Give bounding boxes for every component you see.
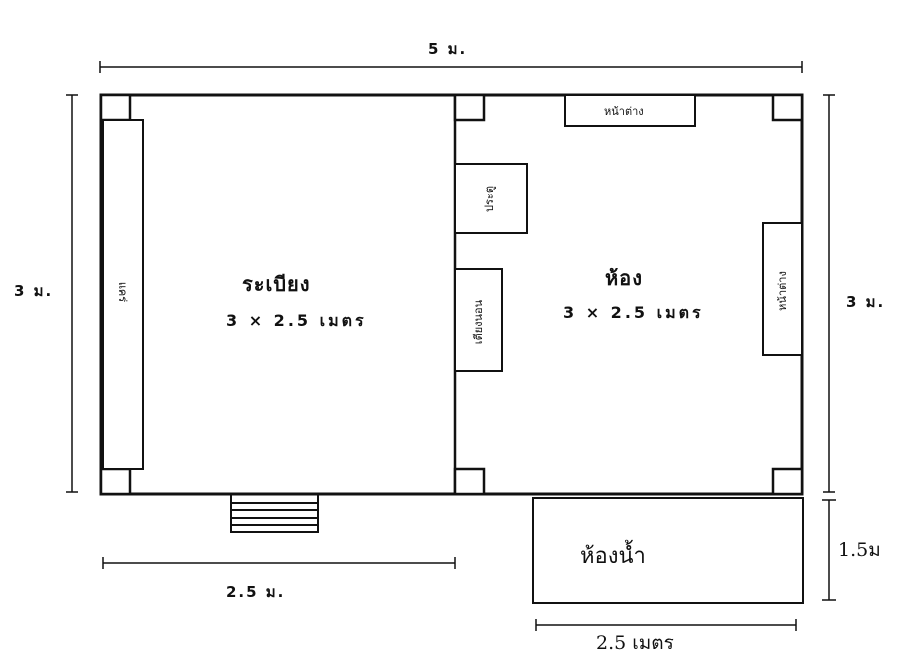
door-rect <box>454 163 528 234</box>
furniture <box>102 94 803 470</box>
dimension-lines <box>66 61 836 631</box>
room-size: 3 × 2.5 เมตร <box>563 303 704 322</box>
pillar-bl <box>99 467 132 496</box>
dim-bottom-left-label: 2.5 ม. <box>226 583 286 601</box>
window-top-label: หน้าต่าง <box>604 105 644 118</box>
bench-rect <box>102 119 144 470</box>
sofa-bed-rect <box>454 268 503 372</box>
dim-right-label: 3 ม. <box>846 293 886 311</box>
veranda-name: ระเบียง <box>242 272 311 296</box>
pillar-tm <box>453 93 486 122</box>
veranda-size: 3 × 2.5 เมตร <box>226 311 367 330</box>
window-top-rect <box>564 94 696 127</box>
room-name: ห้อง <box>605 266 643 290</box>
pillar-tl <box>99 93 132 122</box>
pillar-tr <box>771 93 804 122</box>
door-label: ประตู <box>483 186 496 212</box>
pillars <box>99 93 804 496</box>
pillar-br <box>771 467 804 496</box>
dim-bathroom-width-label: 2.5 เมตร <box>596 632 674 654</box>
bench-label: แคร่ <box>116 281 129 303</box>
outer-wall <box>99 93 804 496</box>
pillar-bm <box>453 467 486 496</box>
window-right-rect <box>762 222 803 356</box>
dim-bathroom-height-label: 1.5ม <box>838 539 881 561</box>
sofa-bed-label: เตียงนอน <box>472 299 485 345</box>
bathroom-name: ห้องน้ำ <box>580 544 646 569</box>
bathroom-wall <box>532 497 804 604</box>
dim-left-label: 3 ม. <box>14 282 54 300</box>
window-right-label: หน้าต่าง <box>776 271 789 311</box>
walls <box>99 93 804 604</box>
dim-top-label: 5 ม. <box>428 40 468 58</box>
entry-stairs <box>230 494 319 533</box>
